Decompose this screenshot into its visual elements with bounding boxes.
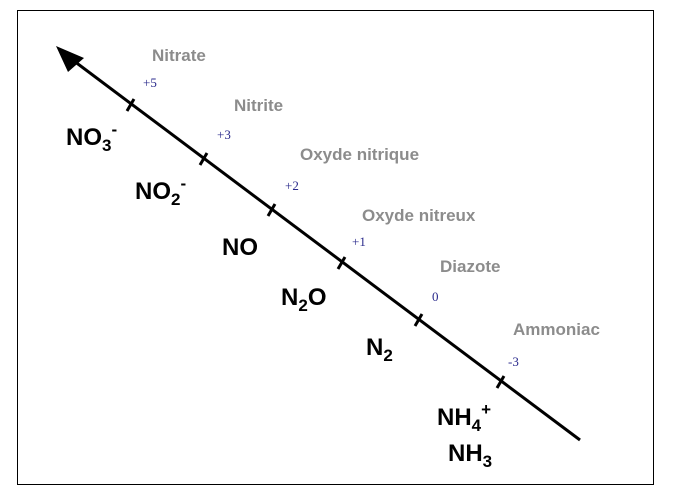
formula-text: O (307, 284, 327, 311)
oxidation-number-dinitrogen: 0 (432, 289, 439, 304)
formula-ammonium: NH4+ (437, 401, 491, 435)
species-name-ammonia: Ammoniac (513, 320, 600, 339)
oxidation-number-nitrate: +5 (143, 75, 157, 90)
formula-ammonia: NH3 (448, 440, 493, 471)
formula-nitrite: NO2- (135, 175, 186, 209)
oxidation-number-nitric-oxide: +2 (285, 178, 299, 193)
formula-subscript: 2 (171, 190, 181, 209)
formula-dinitrogen: N2 (366, 334, 393, 365)
formula-nitrate: NO3- (66, 121, 117, 155)
formula-text: NH (437, 404, 472, 431)
species-name-nitric-oxide: Oxyde nitrique (300, 145, 420, 164)
tick-+1 (336, 256, 347, 270)
formula-subscript: 2 (383, 346, 393, 365)
formula-text: N (366, 334, 384, 361)
species-name-nitrous-oxide: Oxyde nitreux (362, 206, 476, 225)
tick-0 (413, 313, 424, 327)
formula-subscript: 3 (102, 136, 112, 155)
species-name-dinitrogen: Diazote (440, 257, 501, 276)
formula-text: NH (448, 440, 483, 467)
formula-superscript: - (111, 120, 118, 139)
formula-subscript: 3 (482, 452, 493, 471)
oxidation-number-nitrite: +3 (217, 127, 231, 142)
oxidation-number-ammonia: -3 (508, 354, 519, 369)
oxidation-number-nitrous-oxide: +1 (352, 234, 366, 249)
formula-text: N (281, 284, 299, 311)
formula-nitric-oxide: NO (222, 234, 258, 262)
tick-+2 (266, 203, 277, 217)
formula-subscript: 4 (471, 416, 482, 435)
tick--3 (495, 375, 506, 389)
species-name-nitrite: Nitrite (234, 96, 284, 115)
axis-line (65, 53, 581, 442)
formula-superscript: - (180, 174, 187, 193)
formula-text: NO (222, 234, 258, 261)
formula-subscript: 2 (298, 296, 308, 315)
formula-text: NO (135, 178, 171, 205)
tick-+5 (125, 98, 136, 112)
species-name-nitrate: Nitrate (152, 46, 206, 65)
formula-nitrous-oxide: N2O (281, 284, 327, 315)
diagram-frame (17, 10, 654, 485)
formula-superscript: + (481, 400, 492, 419)
tick-+3 (198, 152, 209, 166)
formula-text: NO (66, 124, 102, 151)
axis-arrowhead (56, 46, 84, 72)
